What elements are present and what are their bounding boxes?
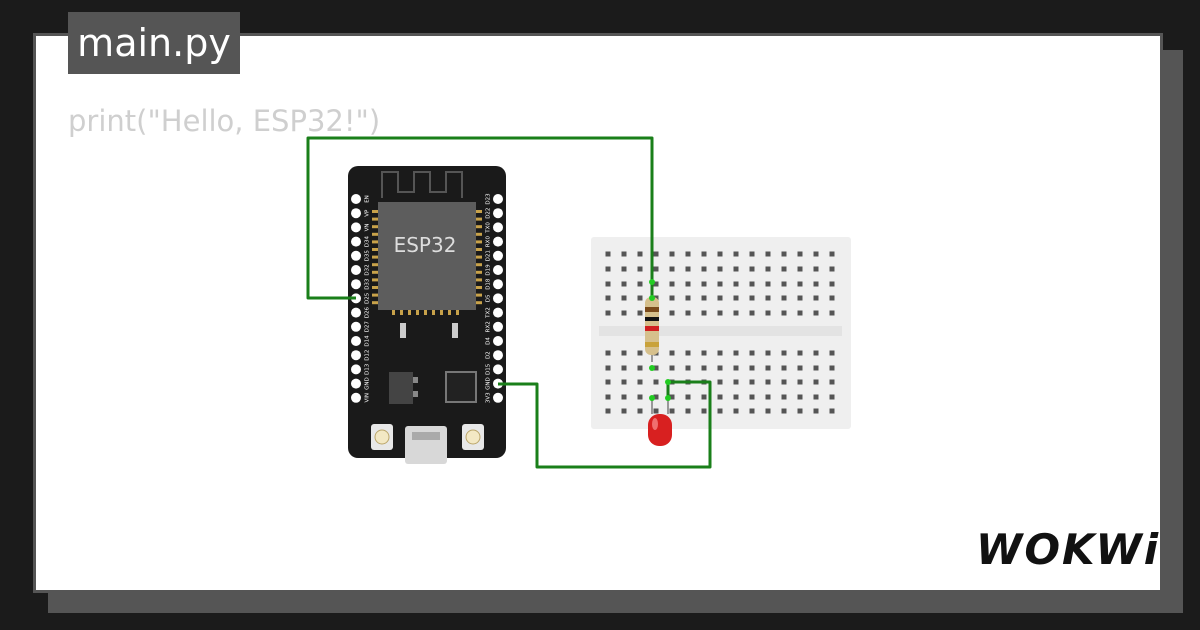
usb-chip — [445, 371, 477, 403]
pin-label-d19: D19 — [486, 264, 492, 276]
pin-label-en: EN — [365, 195, 371, 203]
pin-label-vp: VP — [365, 209, 371, 217]
pin-d2[interactable] — [493, 350, 503, 361]
voltage-regulator — [389, 372, 413, 404]
chip-label: ESP32 — [394, 233, 457, 257]
pin-d32[interactable] — [351, 265, 361, 275]
pin-d33[interactable] — [351, 279, 361, 290]
pin-label-d34: D34 — [365, 235, 371, 247]
pin-label-d15: D15 — [486, 363, 492, 375]
wire-d25-to-resistor[interactable] — [306, 136, 654, 300]
pin-d27[interactable] — [351, 321, 361, 332]
pin-rx0[interactable] — [493, 236, 503, 247]
pin-d18[interactable] — [493, 279, 503, 290]
pin-d35[interactable] — [351, 250, 361, 261]
pin-label-d23: D23 — [486, 193, 492, 205]
code-preview: print("Hello, ESP32!") — [68, 104, 381, 138]
wokwi-logo: WOKWi — [976, 525, 1161, 574]
pin-label-d2: D2 — [486, 351, 492, 359]
pin-label-rx2: RX2 — [486, 321, 492, 332]
pin-d23[interactable] — [493, 194, 503, 204]
pin-vin[interactable] — [351, 392, 361, 403]
pin-label-d5: D5 — [486, 294, 492, 302]
pin-label-d33: D33 — [365, 278, 371, 290]
pin-label-d14: D14 — [365, 335, 371, 347]
pin-d26[interactable] — [351, 307, 361, 318]
pin-d34[interactable] — [351, 236, 361, 247]
pin-3v3[interactable] — [493, 392, 503, 403]
pin-tx0[interactable] — [493, 222, 503, 233]
breadboard[interactable] — [591, 237, 851, 429]
pin-d15[interactable] — [493, 364, 503, 375]
pin-label-d32: D32 — [365, 264, 371, 275]
pin-label-d13: D13 — [365, 363, 371, 375]
resistor[interactable] — [645, 290, 659, 362]
pin-label-d26: D26 — [365, 306, 371, 318]
pin-rx2[interactable] — [493, 321, 503, 332]
pin-d19[interactable] — [493, 265, 503, 275]
usb-port — [405, 426, 447, 464]
pin-d12[interactable] — [351, 350, 361, 361]
pin-vp[interactable] — [351, 208, 361, 219]
pin-gnd[interactable] — [351, 378, 361, 389]
pin-label-d22: D22 — [486, 208, 492, 219]
pin-vn[interactable] — [351, 222, 361, 233]
pin-label-d21: D21 — [486, 250, 492, 261]
boot-button[interactable] — [371, 424, 393, 450]
pin-label-tx0: TX0 — [486, 222, 492, 234]
pin-label-3v3: 3V3 — [486, 392, 492, 403]
pin-d14[interactable] — [351, 336, 361, 346]
esp32-module — [378, 202, 476, 310]
pin-label-tx2: TX2 — [486, 307, 492, 319]
pin-d5[interactable] — [493, 293, 503, 304]
pin-label-vn: VN — [365, 223, 371, 231]
pin-label-d27: D27 — [365, 321, 371, 333]
pin-label-vin: VIN — [365, 393, 371, 403]
pin-tx2[interactable] — [493, 307, 503, 318]
pin-label-d35: D35 — [365, 250, 371, 262]
pin-label-rx0: RX0 — [486, 236, 492, 248]
file-tab-main-py[interactable]: main.py — [68, 12, 240, 74]
pin-label-d4: D4 — [486, 337, 492, 345]
pin-label-gnd: GND — [486, 377, 492, 390]
pin-label-d12: D12 — [365, 350, 371, 361]
pin-label-d25: D25 — [365, 292, 371, 304]
pin-d21[interactable] — [493, 250, 503, 261]
pin-d4[interactable] — [493, 336, 503, 346]
pin-d22[interactable] — [493, 208, 503, 219]
pin-label-gnd: GND — [365, 377, 371, 390]
reset-button[interactable] — [462, 424, 484, 450]
pin-d13[interactable] — [351, 364, 361, 375]
connection-points — [649, 279, 671, 401]
pin-en[interactable] — [351, 194, 361, 204]
pin-label-d18: D18 — [486, 278, 492, 290]
